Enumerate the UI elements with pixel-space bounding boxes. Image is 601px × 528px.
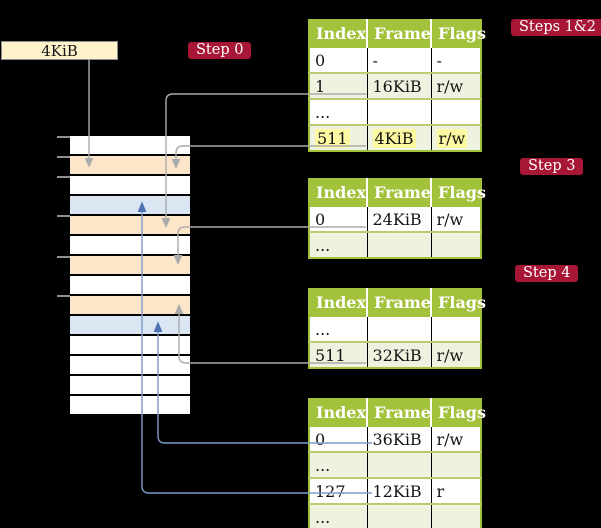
frame-boundary-tick <box>57 295 70 297</box>
table-row-ellipsis: ... <box>309 451 481 478</box>
frame-boundary-tick <box>57 176 70 178</box>
badge-step-0: Step 0 <box>188 42 252 59</box>
cell-index: 511 <box>309 341 367 368</box>
cell-index: 1 <box>309 72 367 99</box>
cell-flags: r/w <box>430 72 481 99</box>
col-header-flags: Flags <box>430 20 486 47</box>
cell-index: 511 <box>309 124 367 151</box>
cell-frame: 12KiB <box>366 477 431 504</box>
col-header-frame: Frame <box>366 20 431 47</box>
badge-step-3: Step 3 <box>520 158 584 175</box>
frame-boundary-tick <box>57 215 70 217</box>
table-header-row: Index Frame Flags <box>309 399 486 426</box>
cell-frame: 24KiB <box>366 205 431 232</box>
frame-boundary-tick <box>57 136 70 138</box>
col-header-index: Index <box>309 399 367 426</box>
cell-index: 0 <box>309 46 367 73</box>
col-header-frame: Frame <box>366 179 431 206</box>
page-table-step-4: Index Frame Flags ... 511 32KiB r/w <box>308 288 486 369</box>
col-header-frame: Frame <box>366 399 431 426</box>
cell-index: ... <box>309 231 367 258</box>
frame-size-label: 4KiB <box>41 41 78 60</box>
table-row-ellipsis: ... <box>309 315 481 342</box>
col-header-index: Index <box>309 20 367 47</box>
cell-flags <box>430 98 481 125</box>
cell-frame <box>366 231 431 258</box>
memory-frame-row-free <box>70 236 190 254</box>
cell-flags: r/w <box>430 205 481 232</box>
table-header-row: Index Frame Flags <box>309 289 486 316</box>
table-row-511: 511 32KiB r/w <box>309 341 481 368</box>
page-table-final: Index Frame Flags 0 36KiB r/w ... 127 12… <box>308 398 486 528</box>
cell-index: 0 <box>309 205 367 232</box>
col-header-flags: Flags <box>430 399 486 426</box>
page-table-steps-1-2: Index Frame Flags 0 - - 1 16KiB r/w ... … <box>308 19 486 152</box>
physical-memory-column <box>70 136 190 414</box>
badge-step-4: Step 4 <box>515 265 579 282</box>
cell-index: 127 <box>309 477 367 504</box>
table-header-row: Index Frame Flags <box>309 179 486 206</box>
cell-flags: r/w <box>430 124 481 151</box>
cell-flags <box>430 451 481 478</box>
cell-frame: 36KiB <box>366 425 431 452</box>
memory-frame-row-free <box>70 396 190 414</box>
col-header-flags: Flags <box>430 289 486 316</box>
table-row-0: 0 - - <box>309 46 481 73</box>
frame-size-box: 4KiB <box>1 41 118 60</box>
table-row-ellipsis: ... <box>309 503 481 528</box>
memory-frame-row-free <box>70 276 190 294</box>
table-row-0: 0 36KiB r/w <box>309 425 481 452</box>
cell-flags: r/w <box>430 341 481 368</box>
highlighted-value: r/w <box>436 128 468 148</box>
cell-index: ... <box>309 98 367 125</box>
highlighted-value: 4KiB <box>372 128 416 148</box>
cell-index: ... <box>309 315 367 342</box>
cell-frame <box>366 315 431 342</box>
table-row-ellipsis: ... <box>309 231 481 258</box>
col-header-index: Index <box>309 289 367 316</box>
memory-frame-row-free <box>70 136 190 154</box>
cell-flags: r/w <box>430 425 481 452</box>
cell-flags <box>430 315 481 342</box>
cell-flags: r <box>430 477 481 504</box>
memory-frame-row-table <box>70 256 190 274</box>
memory-frame-row-table <box>70 156 190 174</box>
badge-steps-1-2: Steps 1&2 <box>511 19 601 36</box>
memory-frame-row-free <box>70 356 190 374</box>
memory-frame-row-free <box>70 376 190 394</box>
cell-frame: 32KiB <box>366 341 431 368</box>
table-row-1: 1 16KiB r/w <box>309 72 481 99</box>
table-row-0: 0 24KiB r/w <box>309 205 481 232</box>
memory-frame-row-table <box>70 296 190 314</box>
memory-frame-row-data <box>70 316 190 334</box>
cell-frame: 4KiB <box>366 124 431 151</box>
cell-flags <box>430 503 481 528</box>
memory-frame-row-free <box>70 176 190 194</box>
cell-index: ... <box>309 503 367 528</box>
col-header-frame: Frame <box>366 289 431 316</box>
table-row-ellipsis: ... <box>309 98 481 125</box>
highlighted-value: 511 <box>315 128 350 148</box>
table-row-127: 127 12KiB r <box>309 477 481 504</box>
frame-boundary-tick <box>57 256 70 258</box>
cell-frame <box>366 503 431 528</box>
cell-frame: - <box>366 46 431 73</box>
table-header-row: Index Frame Flags <box>309 20 486 47</box>
cell-frame <box>366 98 431 125</box>
page-table-step-3: Index Frame Flags 0 24KiB r/w ... <box>308 178 486 259</box>
memory-frame-row-free <box>70 336 190 354</box>
cell-flags: - <box>430 46 481 73</box>
table-row-511-highlighted: 511 4KiB r/w <box>309 124 481 151</box>
cell-frame <box>366 451 431 478</box>
cell-frame: 16KiB <box>366 72 431 99</box>
cell-index: 0 <box>309 425 367 452</box>
frame-boundary-tick <box>57 156 70 158</box>
col-header-index: Index <box>309 179 367 206</box>
memory-frame-row-table <box>70 216 190 234</box>
memory-frame-row-data <box>70 196 190 214</box>
col-header-flags: Flags <box>430 179 486 206</box>
cell-index: ... <box>309 451 367 478</box>
cell-flags <box>430 231 481 258</box>
